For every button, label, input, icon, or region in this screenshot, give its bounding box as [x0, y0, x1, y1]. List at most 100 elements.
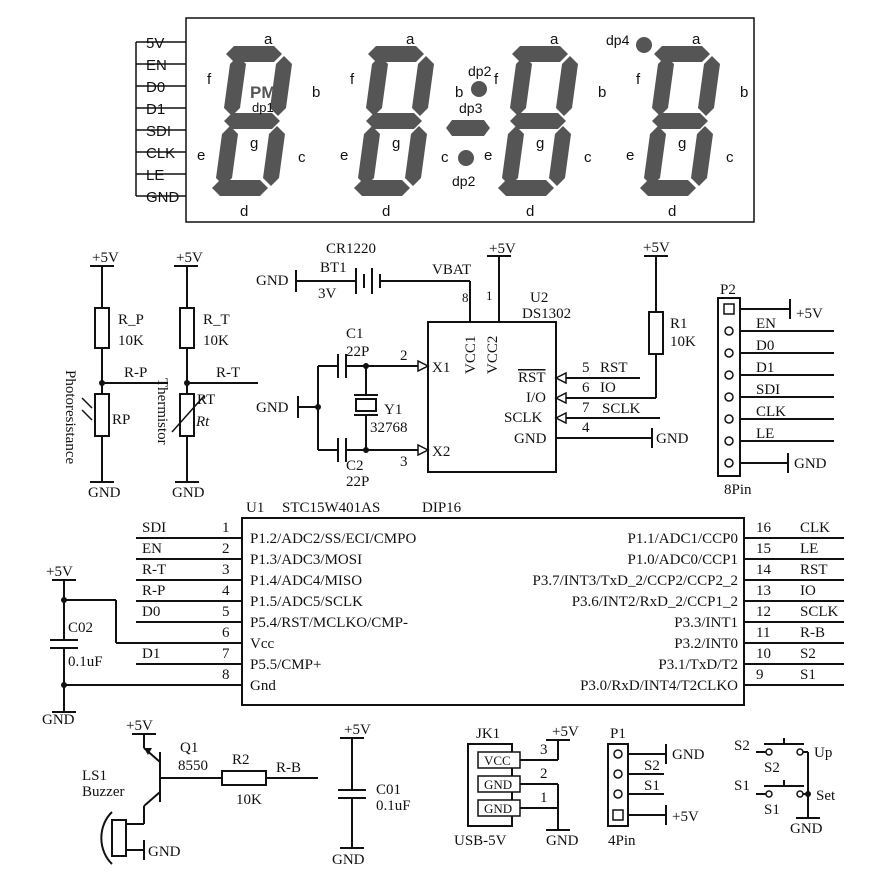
- sensor-dividers: +5V R_P 10K R-P RP GND Photoresistance +…: [62, 250, 258, 501]
- mcu-pin-16: P1.1/ADC1/CCP0: [628, 531, 738, 547]
- usb-pin1-num: 1: [540, 790, 548, 806]
- p2-pin7-net: LE: [756, 426, 774, 442]
- mcu-right-net-16: CLK: [800, 520, 830, 536]
- rp-gnd-label: GND: [88, 485, 121, 501]
- buzzer-section: +5V Q1 8550 R2 10K R-B LS1 Buzzer GND: [82, 718, 318, 865]
- mcu-left-net-7: D1: [142, 646, 160, 662]
- p1-type: 4Pin: [608, 833, 636, 849]
- c01-section: +5V C01 0.1uF GND: [332, 722, 411, 868]
- c01-ref: C01: [376, 782, 401, 798]
- pm-indicator: PM: [250, 83, 276, 102]
- seg-f-label: f: [494, 71, 499, 88]
- battery-voltage: 3V: [318, 286, 337, 302]
- osc-gnd-label: GND: [256, 400, 289, 416]
- seg-b-label: b: [740, 84, 748, 101]
- buzzer-horn: [100, 811, 113, 865]
- mcu-pin-10: P3.1/TxD/T2: [658, 657, 738, 673]
- rp-value: 10K: [118, 333, 144, 349]
- seg-c-label: c: [726, 149, 734, 166]
- mcu-pin-num-6: 6: [222, 625, 230, 641]
- display-pin-en: EN: [146, 57, 167, 74]
- p1-ref: P1: [610, 726, 626, 742]
- y1-value: 32768: [370, 420, 408, 436]
- p2-pin1-net: +5V: [796, 306, 823, 322]
- pin4-num: 4: [582, 420, 590, 436]
- seg-d-label: d: [526, 203, 534, 220]
- rtc-gnd-label: GND: [656, 431, 689, 447]
- display-pin-d1: D1: [146, 101, 165, 118]
- mcu-right-net-10: S2: [800, 646, 816, 662]
- mcu-pin-3: P1.4/ADC4/MISO: [250, 573, 362, 589]
- photoresistance-caption: Photoresistance: [62, 370, 78, 464]
- c02-supply-label: +5V: [46, 564, 73, 580]
- pin-vcc1: VCC1: [463, 336, 479, 374]
- p2-pin4-net: D1: [756, 360, 774, 376]
- c01-gnd-label: GND: [332, 852, 365, 868]
- p2-type: 8Pin: [724, 482, 752, 498]
- r1-supply-label: +5V: [643, 240, 670, 256]
- digit-2: [354, 46, 434, 196]
- buzzer-supply-label: +5V: [126, 718, 153, 734]
- mcu-left-net-1: SDI: [142, 520, 166, 536]
- rt-part-label: RT: [197, 392, 215, 408]
- mcu-pin-num-5: 5: [222, 604, 230, 620]
- mcu-pin-2: P1.3/ADC3/MOSI: [250, 552, 362, 568]
- seg-f-label: f: [350, 71, 355, 88]
- rtc-supply-label: +5V: [489, 241, 516, 257]
- usb-gnd-label: GND: [546, 833, 579, 849]
- rt-supply-label: +5V: [176, 250, 203, 266]
- mcu-right-net-9: S1: [800, 667, 816, 683]
- c1-ref: C1: [346, 326, 364, 342]
- rt-value: 10K: [203, 333, 229, 349]
- mcu-right-leads: [744, 537, 844, 686]
- switch-gnd-label: GND: [790, 821, 823, 837]
- p2-ref: P2: [720, 282, 736, 298]
- battery-ref: BT1: [320, 260, 347, 276]
- usb-pin3-num: 3: [540, 742, 548, 758]
- r1-value: 10K: [670, 334, 696, 350]
- s1-ref: S1: [764, 802, 780, 818]
- mcu-right-net-11: R-B: [800, 625, 825, 641]
- seg-c-label: c: [441, 149, 449, 166]
- buzzer-gnd-label: GND: [148, 844, 181, 860]
- mcu-right-net-14: RST: [800, 562, 828, 578]
- mcu-pin-1: P1.2/ADC2/SS/ECI/CMPO: [250, 531, 416, 547]
- mcu-left-net-5: D0: [142, 604, 160, 620]
- mcu-pin-6: Vcc: [250, 636, 274, 652]
- crystal-y1: [355, 398, 377, 412]
- mcu-left-net-4: R-P: [142, 583, 165, 599]
- mcu-pin-5: P5.4/RST/MCLKO/CMP-: [250, 615, 408, 631]
- c02-value: 0.1uF: [68, 654, 103, 670]
- c02-gnd-label: GND: [42, 712, 75, 728]
- rp-name: R_P: [118, 312, 144, 328]
- mcu-right-num-16: 16: [756, 520, 772, 536]
- usb-section: JK1 VCC GND GND 3 2 1 +5V GND USB-5V: [454, 724, 579, 849]
- net-rst: RST: [600, 360, 628, 376]
- seg-d-label: d: [382, 203, 390, 220]
- pin-rst: RST: [518, 370, 546, 386]
- p2-pin8-net: GND: [794, 456, 827, 472]
- pin-x2: X2: [432, 444, 450, 460]
- display-pin-leads: [135, 41, 186, 197]
- mcu-pin-num-7: 7: [222, 646, 230, 662]
- resistor-r-t: [179, 307, 195, 349]
- p2-pin3-net: D0: [756, 338, 774, 354]
- digit-1: [212, 46, 292, 196]
- c02-ref: C02: [68, 620, 93, 636]
- seg-g-label: g: [536, 135, 544, 152]
- mcu-right-num-12: 12: [756, 604, 771, 620]
- seg-b-label: b: [598, 84, 606, 101]
- digit-4: [640, 46, 720, 196]
- p1-header-body: [607, 743, 629, 827]
- mcu-pin-num-4: 4: [222, 583, 230, 599]
- s2-label: Up: [814, 745, 832, 761]
- display-pin-le: LE: [146, 167, 164, 184]
- mcu-ref: U1: [246, 500, 264, 516]
- rp-net-label: R-P: [124, 365, 147, 381]
- mcu-left-net-3: R-T: [142, 562, 166, 578]
- resistor-r1: [648, 311, 664, 355]
- mcu-pin-num-8: 8: [222, 667, 230, 683]
- display-pin-gnd: GND: [146, 189, 180, 206]
- seg-a-label: a: [406, 31, 415, 48]
- p2-pin2-net: EN: [756, 316, 776, 332]
